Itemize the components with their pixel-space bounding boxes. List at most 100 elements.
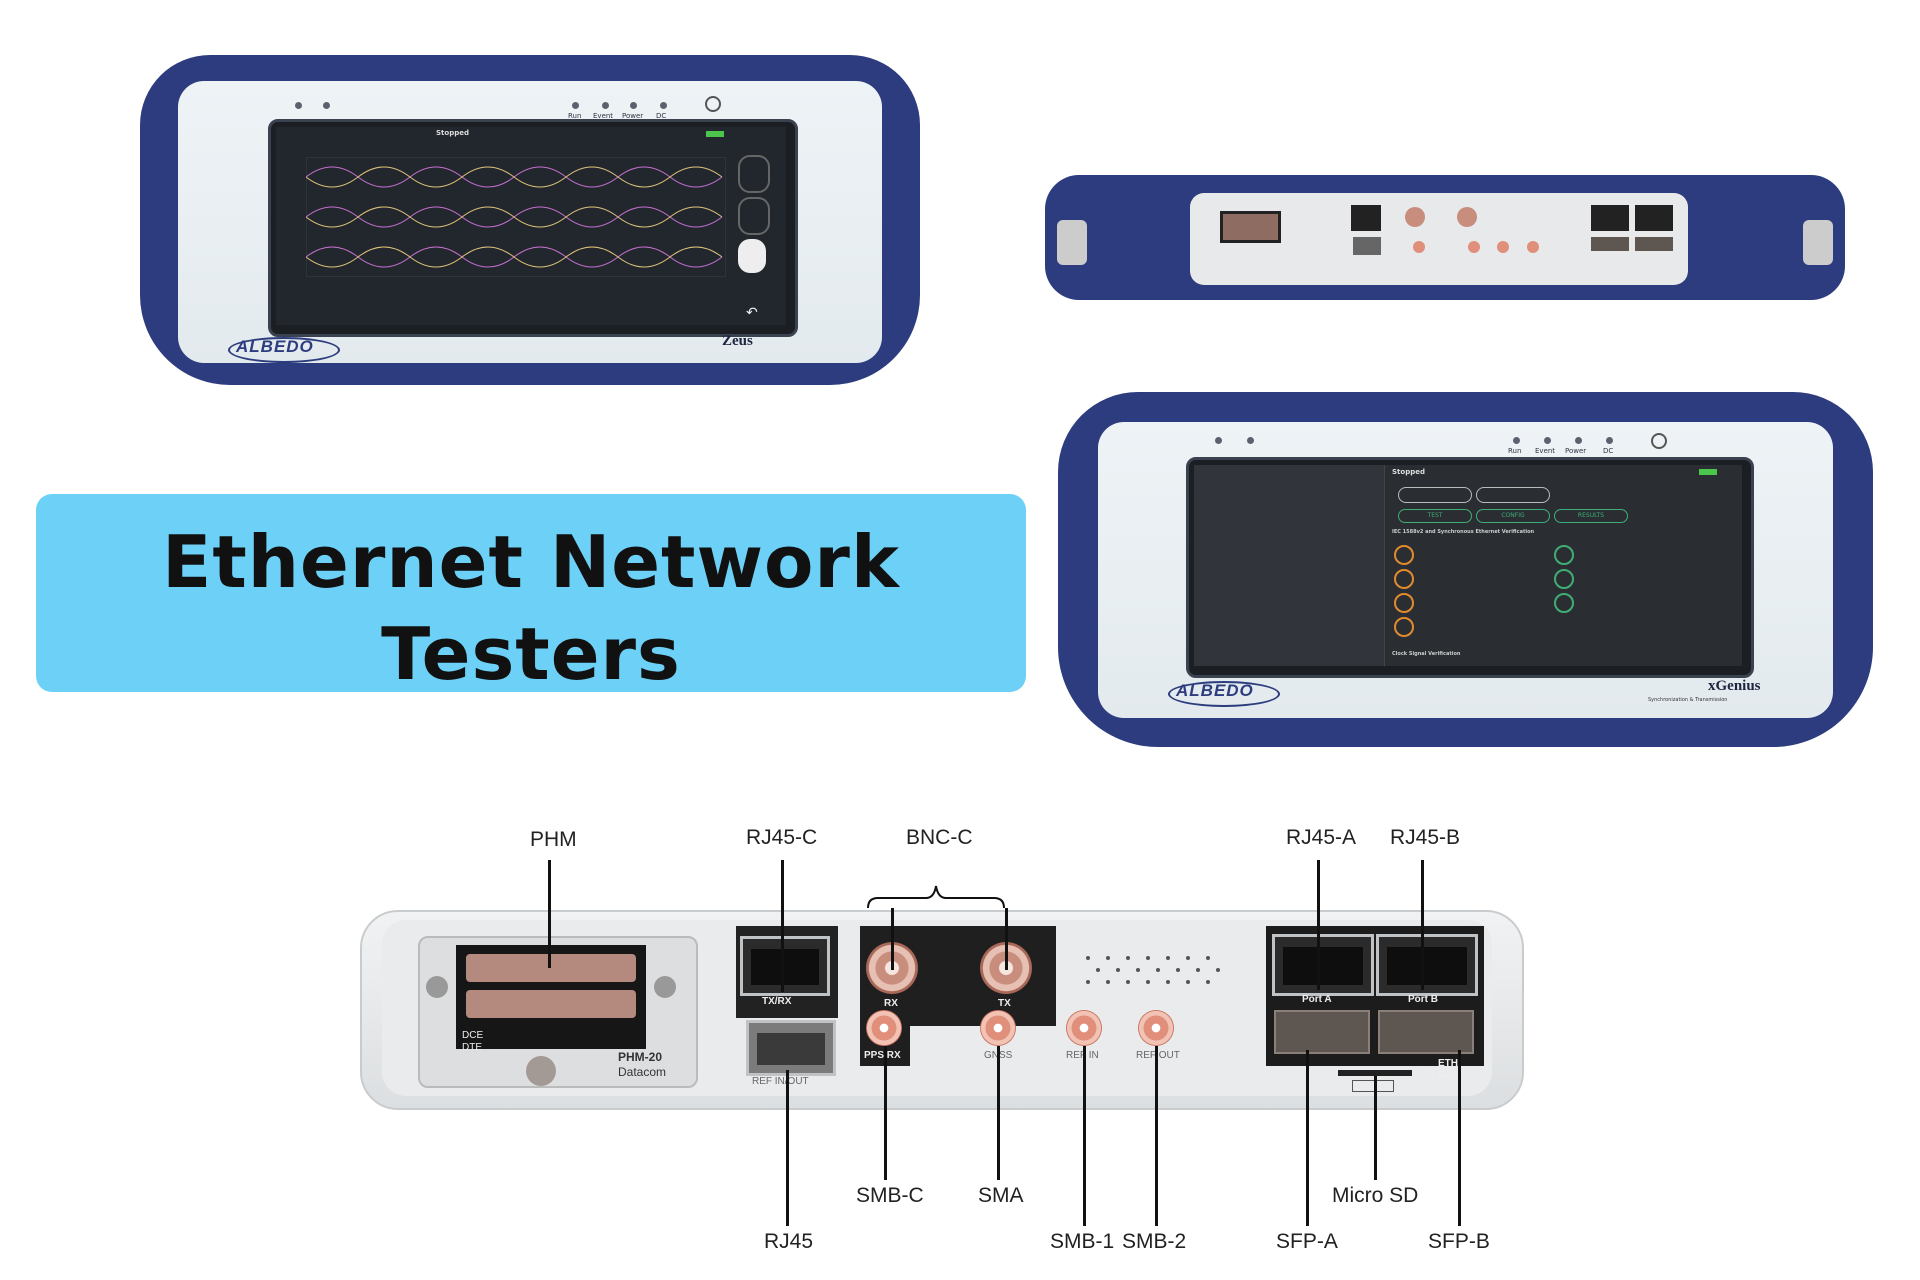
module-mode-dte: DTE [462, 1042, 482, 1053]
xgenius-led-label: Event [1535, 447, 1556, 455]
callout-rj45a: RJ45-A [1286, 826, 1357, 849]
port-b-label: Port B [1408, 994, 1438, 1005]
smbc-connector [866, 1010, 902, 1046]
callout-bncc: BNC-C [906, 826, 973, 849]
rj45c-port [740, 936, 830, 996]
device-zeus: Run Event Power DC Stopped ↶ ALBEDO Zeus [140, 55, 920, 385]
zeus-side-button[interactable] [738, 155, 770, 193]
xgenius-icon-button[interactable] [1476, 487, 1550, 503]
zeus-led-label: DC [656, 112, 667, 120]
test-item-icon[interactable] [1394, 569, 1414, 589]
test-item-icon[interactable] [1394, 617, 1414, 637]
zeus-led [660, 102, 667, 109]
xgenius-results-button[interactable]: RESULTS [1554, 509, 1628, 523]
xgenius-led-label: Power [1565, 447, 1587, 455]
callout-sma: SMA [978, 1184, 1024, 1207]
side-rj45 [1635, 205, 1673, 231]
xgenius-screen[interactable]: Stopped TEST CONFIG RESULTS IEC 1588v2 a… [1194, 465, 1742, 666]
test-item-icon[interactable] [1394, 545, 1414, 565]
zeus-led [295, 102, 302, 109]
side-sfp [1635, 237, 1673, 251]
side-foot [1057, 220, 1087, 265]
xgenius-led [1575, 437, 1582, 444]
module-subtitle: Datacom [618, 1065, 667, 1079]
eth-speed-label: 1 Gb/s [1430, 1070, 1461, 1081]
zeus-side-button[interactable] [738, 239, 766, 273]
zeus-led-label: Run [568, 112, 582, 120]
phm-line [548, 860, 551, 968]
bncc-line-rx [891, 908, 894, 970]
device-xgenius: Run Event Power DC Stopped TEST CONFIG R… [1058, 392, 1873, 747]
rj45-line [786, 1070, 789, 1226]
screw-icon [426, 976, 448, 998]
microsd-logo [1352, 1080, 1394, 1092]
zeus-led-label: Event [593, 112, 614, 120]
sfpa-port [1274, 1010, 1370, 1054]
side-rj45 [1351, 205, 1381, 231]
sma-connector [980, 1010, 1016, 1046]
test-item-icon[interactable] [1554, 593, 1574, 613]
title-line-1: Ethernet Network [162, 520, 900, 604]
zeus-brand-oval [228, 337, 340, 363]
zeus-screen[interactable]: Stopped ↶ [276, 127, 786, 325]
zeus-side-button[interactable] [738, 197, 770, 235]
test-item-icon[interactable] [1554, 545, 1574, 565]
zeus-status-text: Stopped [436, 129, 469, 137]
zeus-led [323, 102, 330, 109]
xgenius-test-button[interactable]: TEST [1398, 509, 1472, 523]
page-title: Ethernet Network Testers [36, 516, 1026, 700]
power-icon[interactable] [705, 96, 721, 112]
zeus-led [602, 102, 609, 109]
callout-sfpa: SFP-A [1276, 1230, 1338, 1253]
battery-icon [1699, 469, 1717, 475]
bnc-tx-label: TX [998, 998, 1011, 1009]
side-smb [1413, 241, 1425, 253]
connector-panel-diagram: DCE DTE PHM-20 Datacom TX/RX REF IN/OUT … [300, 820, 1560, 1260]
callout-rj45b: RJ45-B [1390, 826, 1461, 849]
bnc-rx-label: RX [884, 998, 898, 1009]
test-item-icon[interactable] [1554, 569, 1574, 589]
device-side-view [1045, 175, 1845, 300]
port-a-label: Port A [1302, 994, 1332, 1005]
speaker-grille [1086, 956, 1220, 984]
title-banner: Ethernet Network Testers [36, 494, 1026, 696]
rj45-port [746, 1020, 836, 1076]
microsd-line [1374, 1076, 1377, 1180]
xgenius-brand-logo: ALBEDO [1176, 681, 1254, 700]
microsd-slot [1338, 1070, 1412, 1076]
power-icon[interactable] [1651, 433, 1667, 449]
phm-connector [466, 954, 636, 982]
zeus-waveform [306, 157, 726, 277]
test-item-icon[interactable] [1394, 593, 1414, 613]
smb2-line [1155, 1046, 1158, 1226]
back-arrow-icon[interactable]: ↶ [746, 305, 758, 321]
side-phm-connector [1220, 211, 1281, 243]
callout-smb2: SMB-2 [1122, 1230, 1187, 1253]
module-name: PHM-20 [618, 1050, 663, 1064]
callout-sfpb: SFP-B [1428, 1230, 1490, 1253]
bncc-brace [867, 885, 1005, 909]
bncc-line-tx [1005, 908, 1008, 970]
side-rj45 [1353, 237, 1381, 255]
xgenius-model-name: xGenius [1708, 678, 1761, 694]
side-smb [1468, 241, 1480, 253]
callout-rj45: RJ45 [764, 1230, 814, 1253]
rj45c-line [781, 860, 784, 992]
screw-icon [526, 1056, 556, 1086]
smbc-label: PPS RX [864, 1050, 901, 1061]
zeus-model-name: Zeus [722, 333, 753, 349]
xgenius-brand-oval [1168, 681, 1280, 707]
side-smb [1497, 241, 1509, 253]
xgenius-led [1215, 437, 1222, 444]
xgenius-icon-button[interactable] [1398, 487, 1472, 503]
module-mode-dce: DCE [462, 1030, 484, 1041]
xgenius-config-button[interactable]: CONFIG [1476, 509, 1550, 523]
callout-smbc: SMB-C [856, 1184, 924, 1207]
xgenius-led [1513, 437, 1520, 444]
xgenius-led [1247, 437, 1254, 444]
title-line-2: Testers [381, 612, 681, 696]
sma-line [997, 1046, 1000, 1180]
rj45-label: REF IN/OUT [752, 1076, 809, 1087]
xgenius-led-label: DC [1603, 447, 1614, 455]
rj45a-port [1272, 934, 1374, 996]
